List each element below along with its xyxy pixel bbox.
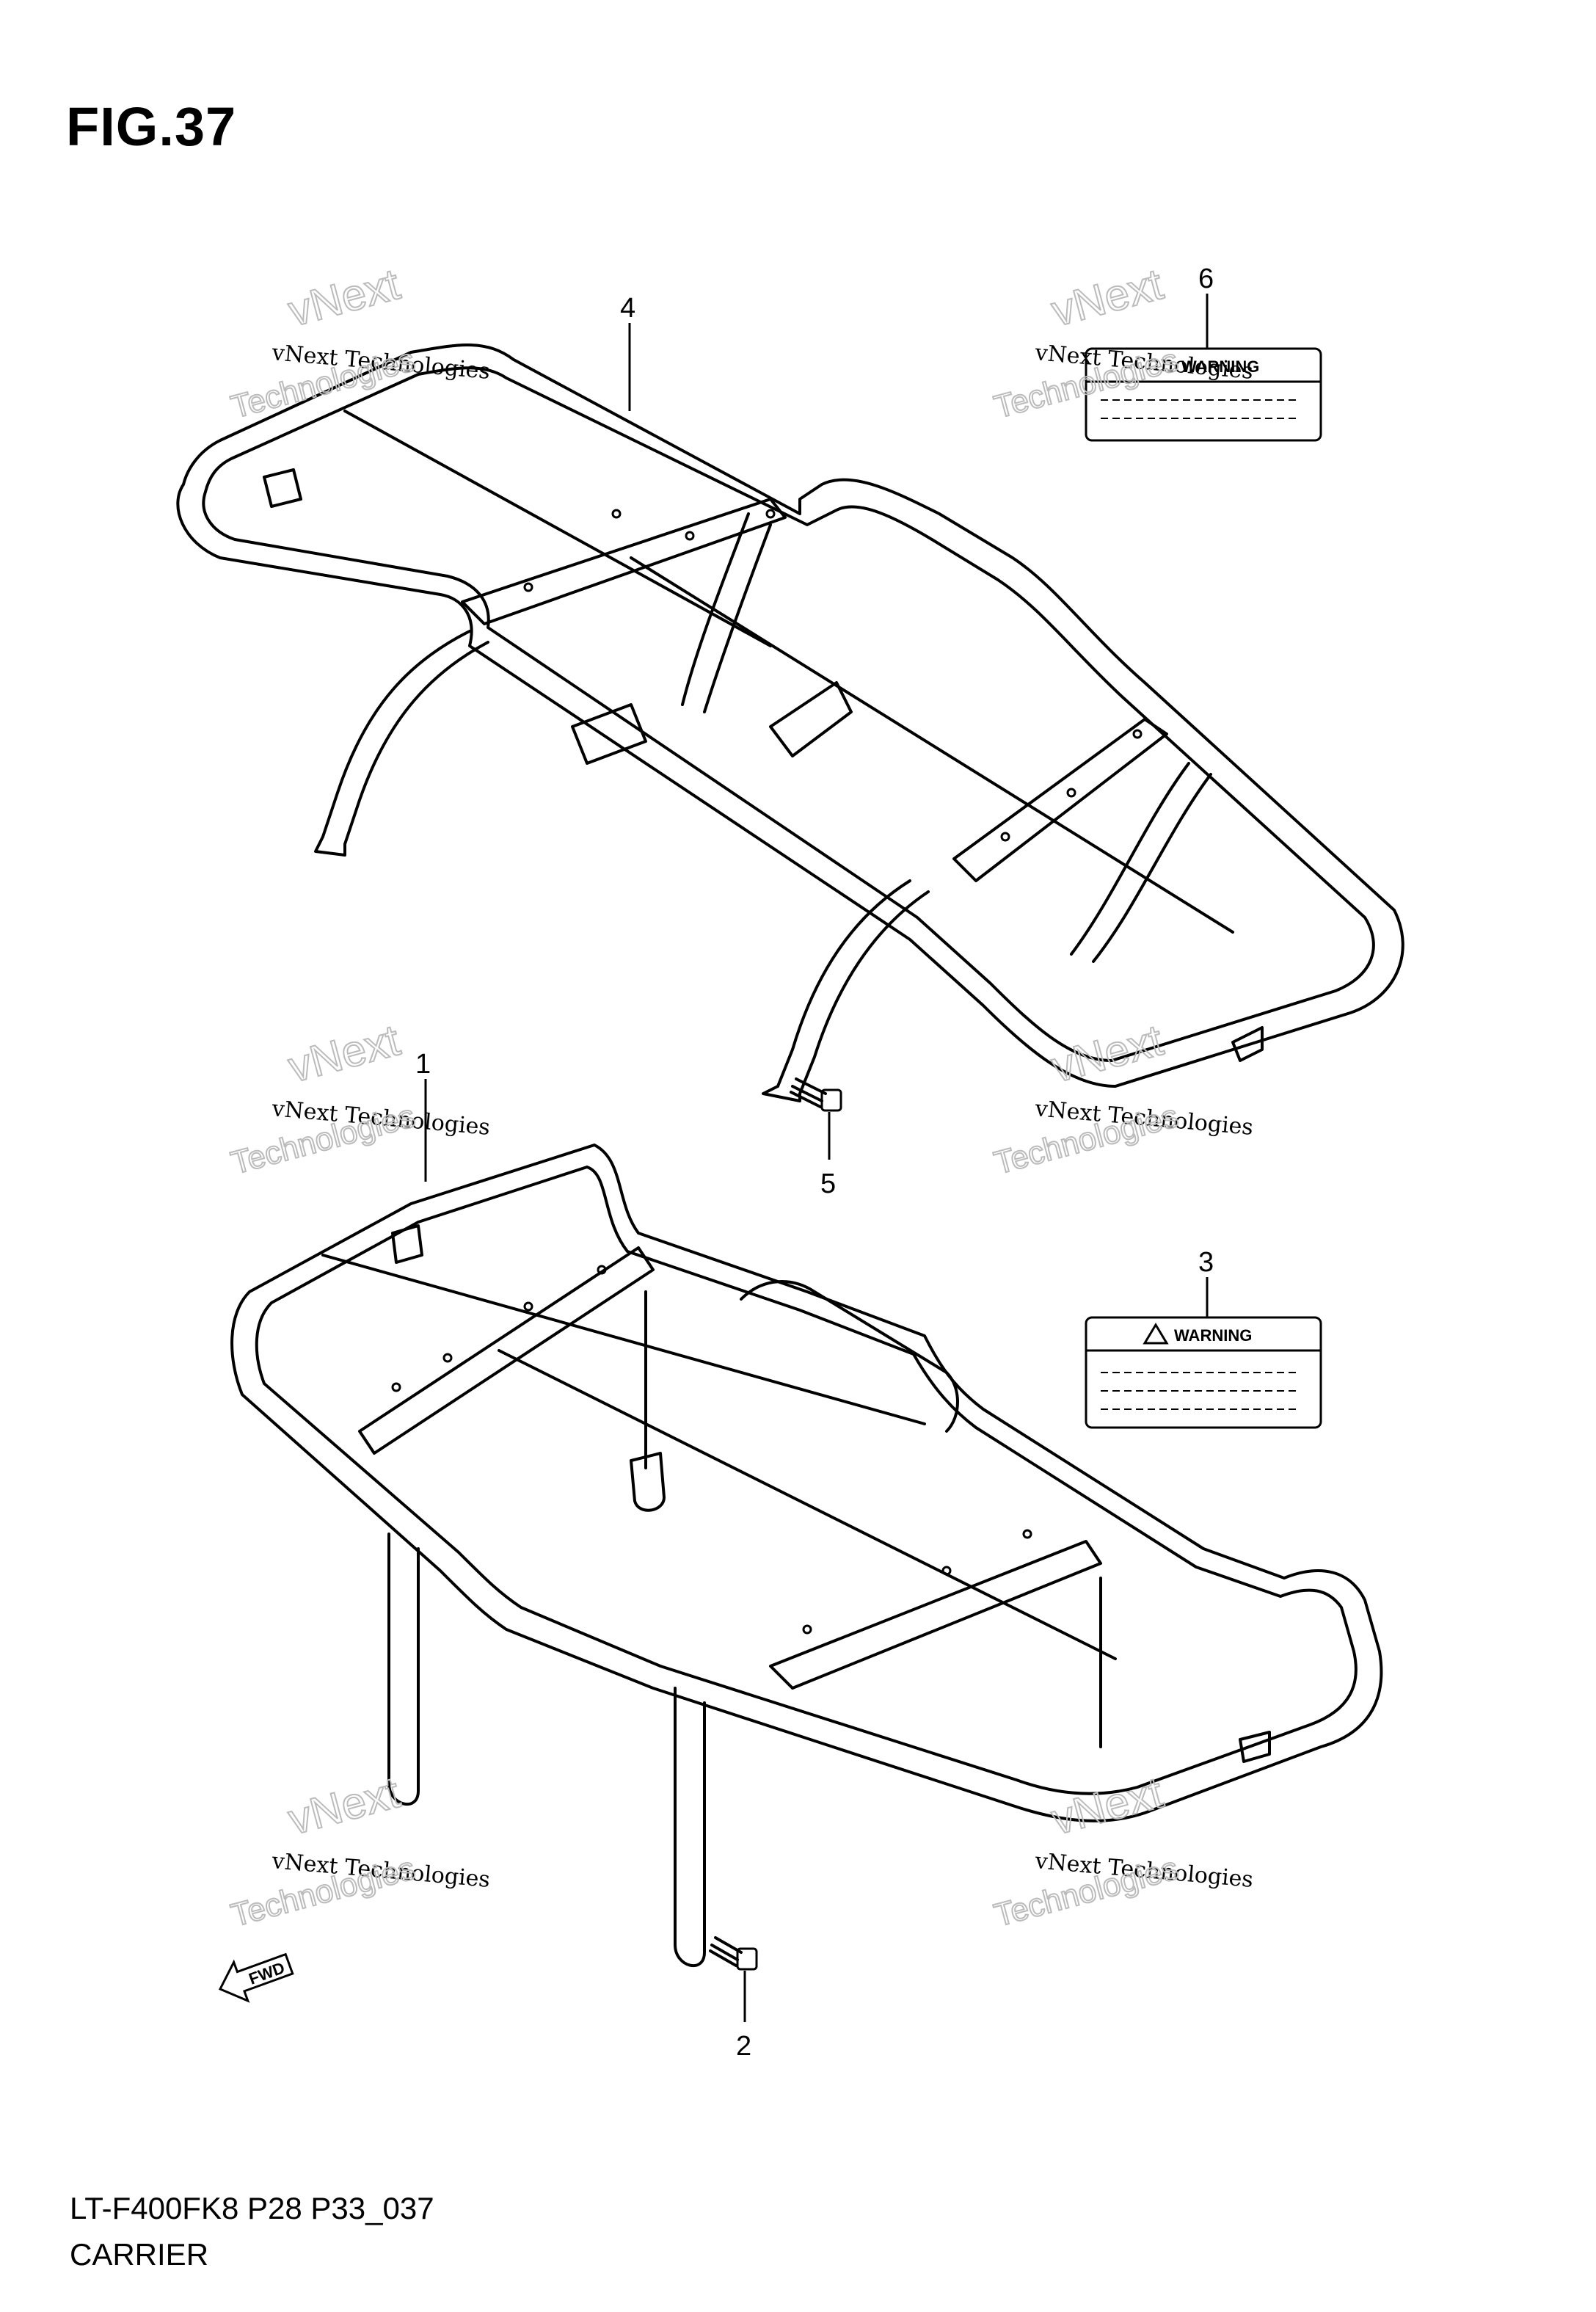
watermark-bottom-left: vNext vNext Technologies Technologies bbox=[227, 1767, 491, 1935]
callout-number-4: 4 bbox=[620, 293, 635, 324]
label-3-text: WARNING bbox=[1174, 1326, 1252, 1345]
figure-title: FIG.37 bbox=[66, 96, 237, 157]
warning-label-part-6[interactable]: WARNING bbox=[1085, 347, 1322, 442]
rear-carrier[interactable] bbox=[176, 343, 1404, 1102]
callout-4[interactable]: 4 bbox=[620, 293, 635, 411]
watermark-top-right: vNext vNext Technologies Technologies bbox=[990, 258, 1254, 426]
callout-number-5: 5 bbox=[820, 1168, 836, 1199]
watermark-middle-left: vNext vNext Technologies Technologies bbox=[227, 1014, 491, 1182]
svg-text:vNext: vNext bbox=[1046, 1767, 1168, 1844]
callout-number-2: 2 bbox=[736, 2031, 751, 2062]
figure-name: CARRIER bbox=[70, 2237, 209, 2272]
svg-text:vNext: vNext bbox=[283, 1767, 405, 1844]
callout-number-3: 3 bbox=[1198, 1247, 1214, 1278]
callout-3[interactable]: 3 bbox=[1198, 1247, 1214, 1317]
label-6-text: WARNING bbox=[1181, 357, 1259, 376]
callout-2[interactable]: 2 bbox=[736, 1971, 751, 2062]
callout-number-6: 6 bbox=[1198, 263, 1214, 294]
callout-5[interactable]: 5 bbox=[820, 1112, 836, 1199]
front-carrier[interactable] bbox=[230, 1144, 1383, 1967]
watermark-bottom-right: vNext vNext Technologies Technologies bbox=[990, 1767, 1254, 1935]
figure-code: LT-F400FK8 P28 P33_037 bbox=[70, 2191, 434, 2225]
callout-6[interactable]: 6 bbox=[1198, 263, 1214, 349]
bolt-part-2[interactable] bbox=[709, 1936, 758, 1971]
svg-text:vNext: vNext bbox=[1046, 259, 1168, 335]
forward-direction-arrow: FWD bbox=[218, 1952, 294, 2003]
svg-text:vNext: vNext bbox=[1046, 1015, 1168, 1091]
svg-text:vNext: vNext bbox=[283, 259, 405, 335]
callout-number-1: 1 bbox=[415, 1049, 431, 1080]
warning-label-part-3[interactable]: WARNING bbox=[1085, 1316, 1322, 1429]
callout-1[interactable]: 1 bbox=[415, 1049, 431, 1182]
watermark-middle-right: vNext vNext Technologies Technologies bbox=[990, 1014, 1254, 1182]
bolt-part-5[interactable] bbox=[790, 1077, 842, 1112]
svg-text:vNext: vNext bbox=[283, 1015, 405, 1091]
